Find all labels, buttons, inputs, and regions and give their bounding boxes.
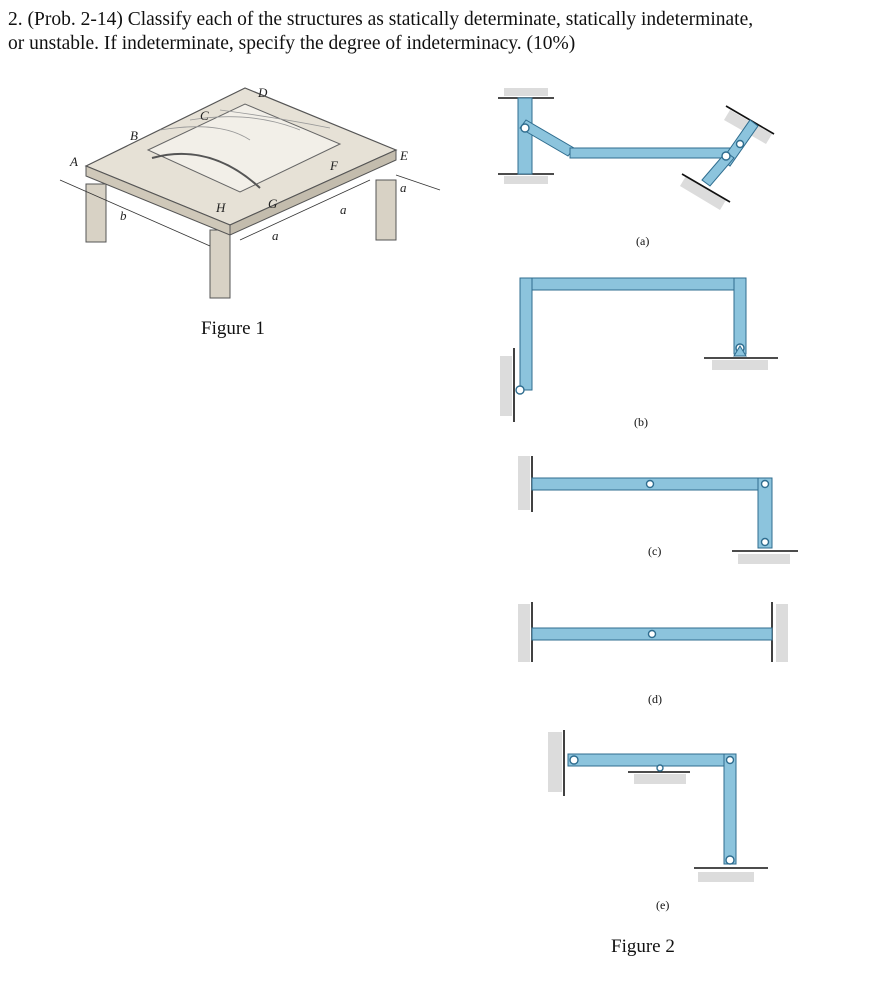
members	[531, 477, 773, 549]
figure-2a-drawing	[498, 88, 775, 210]
label-H: H	[215, 200, 226, 215]
figure-2b-drawing	[500, 277, 778, 422]
label-B: B	[130, 128, 138, 143]
subfigure-d-label: (d)	[648, 692, 662, 706]
members	[567, 753, 737, 865]
table-top	[84, 87, 398, 236]
label-a-2: a	[340, 202, 347, 217]
question-line-1: 2. (Prob. 2-14) Classify each of the str…	[8, 9, 754, 30]
figure-2d-drawing	[518, 602, 788, 662]
subfigure-b-label: (b)	[634, 415, 648, 429]
figure-2e-drawing	[548, 730, 768, 882]
members	[519, 277, 747, 391]
ground-hatch	[518, 456, 790, 564]
figure-2-caption: Figure 2	[611, 936, 675, 957]
label-C: C	[200, 108, 209, 123]
question-text: 2. (Prob. 2-14) Classify each of the str…	[8, 8, 874, 56]
label-A: A	[69, 154, 78, 169]
label-a-3: a	[400, 180, 407, 195]
hinge	[647, 629, 657, 639]
pins	[520, 123, 745, 161]
subfigure-c-label: (c)	[648, 544, 662, 558]
support-lines	[513, 348, 778, 422]
ground-hatch	[500, 356, 768, 416]
subfigure-a-label: (a)	[636, 234, 650, 248]
members	[517, 97, 759, 187]
pins	[645, 479, 770, 547]
label-a-1: a	[272, 228, 279, 243]
label-G: G	[268, 196, 278, 211]
figure-2c-drawing	[518, 456, 798, 564]
dimension-lines	[59, 174, 441, 247]
label-E: E	[399, 148, 408, 163]
subfigure-e-label: (e)	[656, 898, 670, 912]
figure-1-table-drawing: A B C D E F G H a a a b	[59, 85, 441, 299]
ground-hatch	[518, 604, 788, 662]
label-F: F	[329, 158, 339, 173]
table-legs	[85, 179, 397, 299]
pin-support	[733, 345, 747, 357]
label-b: b	[120, 208, 127, 223]
label-D: D	[257, 85, 268, 100]
question-line-2: or unstable. If indeterminate, specify t…	[8, 33, 576, 54]
pins	[569, 755, 735, 865]
pins	[515, 343, 745, 395]
support-lines	[563, 730, 768, 869]
figure-1-caption: Figure 1	[201, 318, 265, 339]
ground-hatch	[548, 732, 754, 882]
